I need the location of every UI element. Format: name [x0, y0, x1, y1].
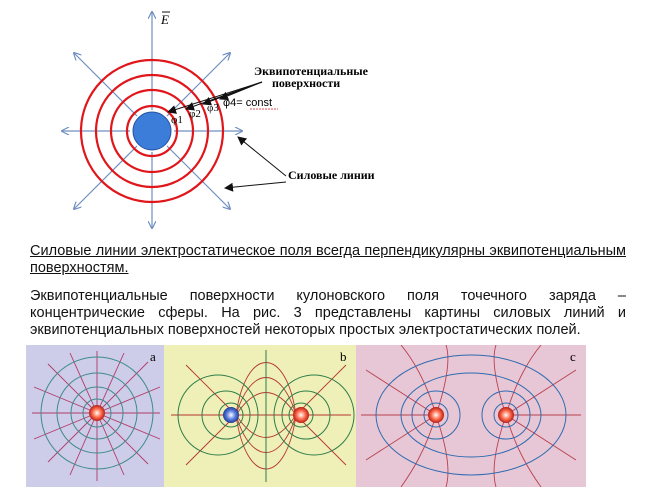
field-lines	[62, 12, 242, 228]
panel-c-charge-right	[498, 407, 514, 423]
panel-b-positive-charge	[293, 407, 309, 423]
axis-label-e: E	[160, 12, 169, 27]
equipotential-label-line1: Эквипотенциальные	[254, 64, 369, 78]
paragraph-perpendicular: Силовые линии электростатическое поля вс…	[30, 243, 626, 277]
panel-b-negative-charge	[223, 407, 239, 423]
equipotential-rings	[79, 58, 225, 204]
panel-a-label: a	[150, 349, 156, 364]
panel-c-label: c	[570, 349, 576, 364]
panel-b: b	[164, 345, 356, 487]
field-lines-pointer-2	[224, 181, 287, 192]
ring-phi3	[94, 73, 210, 189]
equipotential-label-line2: поверхности	[272, 76, 340, 90]
panel-b-label: b	[340, 349, 347, 364]
phi1-label: φ1	[171, 114, 183, 126]
phi2-label: φ2	[189, 108, 201, 120]
panel-c: c	[356, 345, 586, 487]
field-lines-pointers	[224, 136, 287, 192]
paragraph-coulomb: Эквипотенциальные поверхности кулоновско…	[30, 288, 626, 338]
panel-a: a	[26, 345, 164, 487]
panel-a-charge	[89, 405, 105, 421]
paragraph-perpendicular-text: Силовые линии электростатическое поля вс…	[30, 243, 626, 276]
field-lines-label: Силовые линии	[288, 168, 375, 182]
phi4-label: φ4= const	[223, 97, 272, 109]
ring-phi1	[125, 104, 179, 158]
ring-phi2	[109, 88, 195, 174]
field-line-downright	[166, 145, 230, 209]
equipotential-diagram: E Эквипотенциальные поверхности φ1 φ2 φ3…	[0, 0, 375, 240]
panel-c-charge-left	[428, 407, 444, 423]
field-lines-pointer-1	[237, 136, 287, 177]
field-line-downleft	[74, 145, 138, 209]
equipotential-pointers	[167, 81, 263, 114]
phi3-label: φ3	[207, 102, 219, 114]
ring-phi4	[79, 58, 225, 204]
field-pictures-figure: a b	[26, 345, 586, 487]
field-line-upright	[166, 53, 230, 117]
pointer-phi4	[219, 81, 263, 101]
pointer-phi1	[167, 81, 263, 114]
point-charge	[132, 111, 172, 151]
field-line-upleft	[74, 53, 138, 117]
